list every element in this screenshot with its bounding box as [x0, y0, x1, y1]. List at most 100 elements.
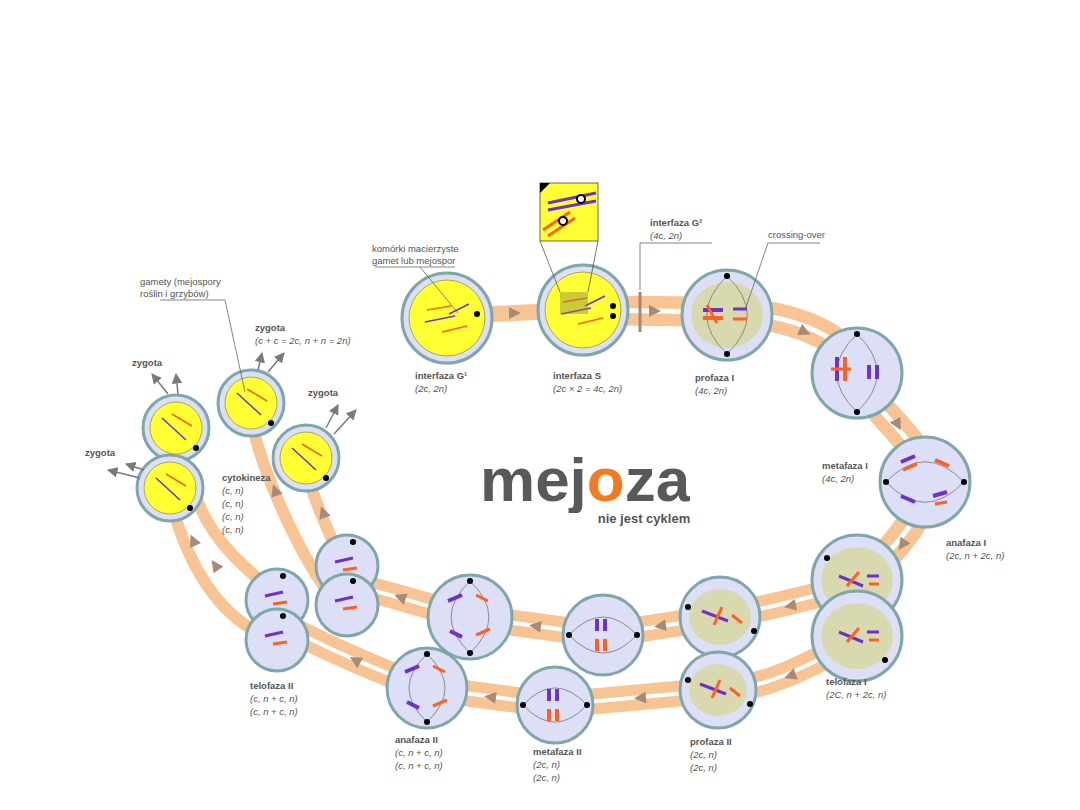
chromosome — [407, 702, 419, 708]
stage-label: (c, n + c, n) — [395, 747, 443, 759]
stage-label: (2c × 2 = 4c, 2n) — [553, 383, 622, 395]
cell — [218, 370, 284, 436]
stage-label: (c, n) — [222, 511, 244, 523]
stage-label: (2c, n) — [533, 772, 560, 784]
nucleus — [150, 402, 202, 454]
spindle — [886, 482, 964, 502]
centrosome — [350, 578, 356, 584]
chromosome — [867, 575, 879, 578]
chromosome — [595, 619, 599, 631]
chromosome — [869, 639, 879, 642]
centrosome — [724, 351, 730, 357]
chromosome — [714, 607, 722, 625]
chromosome — [302, 444, 322, 456]
chromosome — [847, 628, 859, 642]
stage-label: interfaza G² — [650, 217, 702, 229]
spindle — [409, 654, 427, 722]
chromosome — [867, 631, 879, 634]
spindle — [523, 705, 587, 722]
chromosome — [433, 666, 445, 672]
stage-label: (4c, 2n) — [650, 230, 682, 242]
stage-label: (2C, n + 2c, n) — [826, 689, 886, 701]
centrosome — [520, 702, 526, 708]
chromosome — [901, 496, 915, 502]
stage-label: (2c, n) — [533, 759, 560, 771]
flow-arrowhead — [207, 557, 224, 574]
orange-bands — [172, 310, 925, 705]
cell — [538, 265, 628, 355]
spindle — [569, 635, 637, 653]
stage-label: gamety (mejospory roślin i grzybów) — [140, 276, 240, 300]
chromosome — [555, 689, 559, 701]
chromosome — [343, 568, 357, 570]
chromosome — [603, 619, 607, 631]
stage-label: (2c, n) — [690, 749, 717, 761]
cells — [137, 265, 970, 743]
nucleus — [225, 377, 277, 429]
flow-arrowhead — [653, 619, 667, 633]
chromosome — [712, 680, 720, 698]
chromosome — [703, 308, 723, 312]
flow-arrowhead — [483, 690, 497, 704]
centrosome — [634, 632, 640, 638]
chromosome — [292, 448, 316, 470]
nucleus — [409, 280, 485, 356]
centrosome — [424, 651, 430, 657]
cell — [246, 609, 308, 671]
cell — [680, 652, 756, 728]
cell — [273, 425, 339, 491]
nucleus — [689, 589, 751, 645]
centrosome — [685, 604, 691, 610]
spindle — [857, 334, 877, 412]
flow-arrowhead — [783, 599, 797, 613]
chromosome — [935, 502, 947, 504]
zygote-arrows — [108, 353, 356, 478]
stage-label: (c, n + c, n) — [395, 760, 443, 772]
cell — [812, 328, 902, 418]
centrosome — [751, 628, 757, 634]
chromosome — [166, 474, 186, 486]
nucleus — [280, 432, 332, 484]
stage-label: zygota — [255, 322, 285, 334]
chromosome — [707, 305, 717, 323]
centrosome — [280, 573, 286, 579]
centrosome — [854, 331, 860, 337]
chromosome — [733, 318, 747, 321]
flow-arrowhead — [392, 589, 407, 604]
centrosome — [584, 702, 590, 708]
stage-label: (c, n) — [222, 498, 244, 510]
chromosome — [847, 572, 859, 586]
centrosome — [350, 539, 356, 545]
chromosome — [547, 709, 551, 721]
chromosome — [162, 418, 186, 440]
centrosome — [610, 303, 616, 309]
chromosome — [448, 595, 462, 601]
flow-arrowhead — [894, 537, 911, 554]
spindle — [427, 654, 445, 722]
cell — [402, 273, 492, 363]
stage-label: zygota — [85, 447, 115, 459]
centrosome — [685, 677, 691, 683]
stage-label: crossing-over — [768, 229, 825, 241]
centrosome — [882, 657, 888, 663]
stage-label: telofaza II — [250, 680, 293, 692]
leader-lines — [160, 243, 820, 392]
stage-label: (c + c = 2c, n + n = 2n) — [255, 335, 351, 347]
nucleus — [821, 603, 893, 669]
centrosome — [824, 555, 830, 561]
stage-label: (2c, 2n) — [415, 383, 447, 395]
centrosome — [424, 719, 430, 725]
spindle — [451, 581, 470, 653]
stage-label: (4c, 2n) — [822, 473, 854, 485]
spindle — [523, 688, 587, 705]
spindle — [707, 276, 727, 354]
chromosome — [273, 602, 287, 604]
centrosome — [747, 701, 753, 707]
chromosome — [595, 639, 599, 651]
diagram-title: mejoza — [480, 447, 690, 513]
chromosome — [901, 456, 915, 462]
spindle — [886, 462, 964, 482]
cell — [812, 591, 902, 681]
